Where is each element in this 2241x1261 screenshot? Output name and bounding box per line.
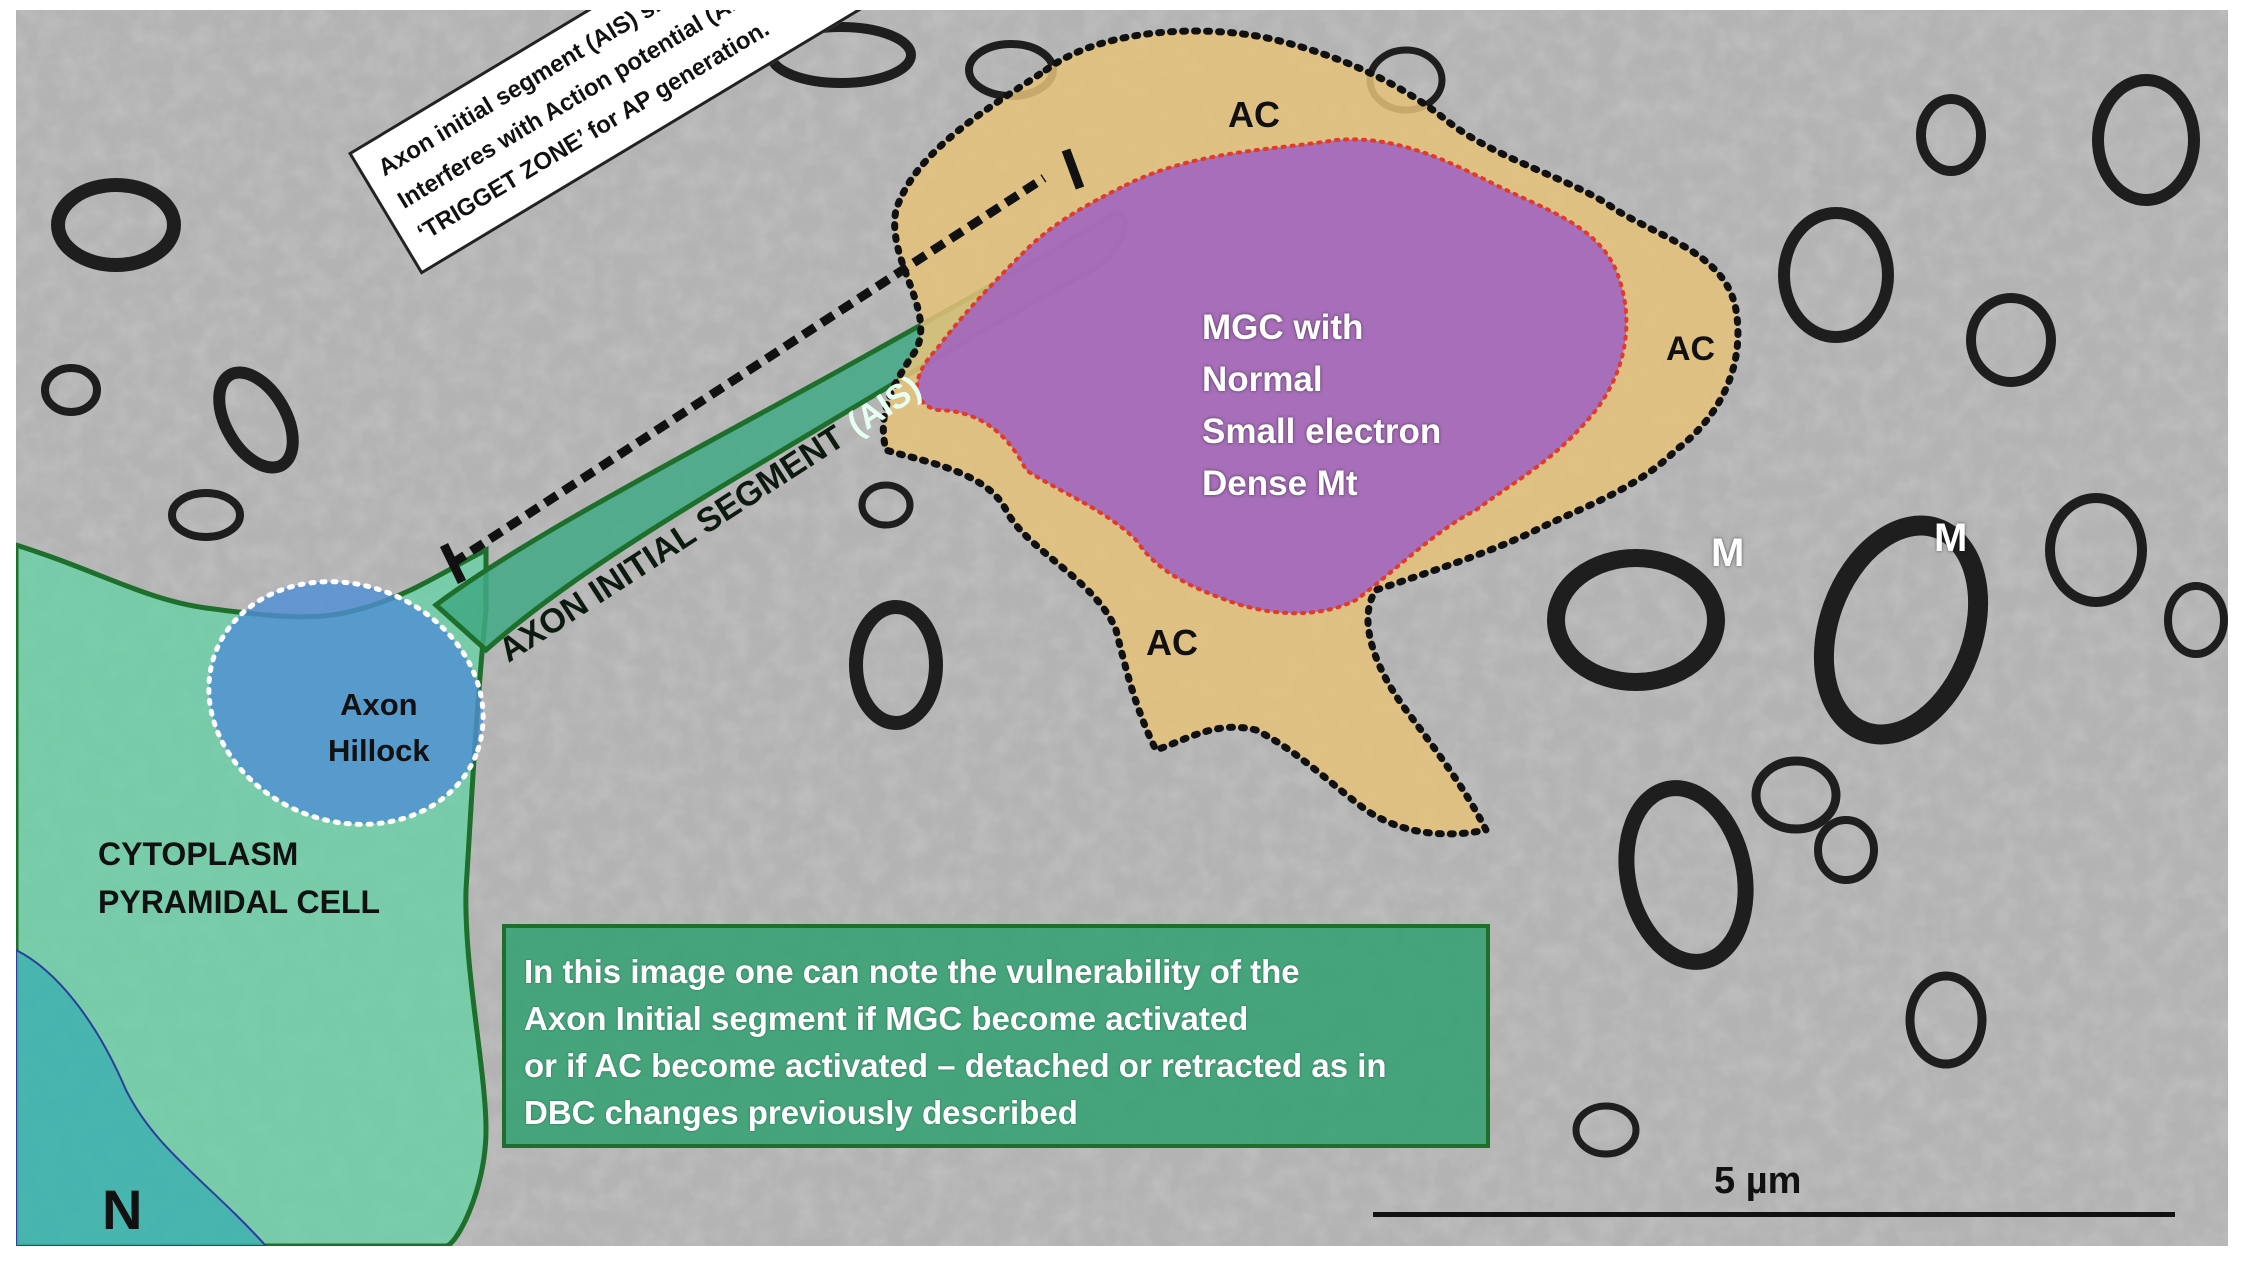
ais-length-tick-end bbox=[1061, 148, 1085, 190]
label-axon-hillock: Axon Hillock bbox=[328, 682, 430, 774]
scale-label: 5 µm bbox=[1714, 1160, 1802, 1202]
microglia-overlay bbox=[915, 137, 1629, 616]
label-myelin-right: M bbox=[1934, 516, 1968, 560]
label-axon-hillock-line2: Hillock bbox=[328, 733, 430, 768]
label-mgc-line3: Small electron bbox=[1202, 412, 1442, 451]
label-mgc: MGC with Normal Small electron Dense Mt bbox=[1202, 302, 1441, 510]
label-mgc-line1: MGC with bbox=[1202, 308, 1364, 347]
callout-line4: DBC changes previously described bbox=[524, 1094, 1078, 1131]
label-ac-top: AC bbox=[1228, 94, 1280, 135]
label-myelin-left: M bbox=[1711, 531, 1745, 575]
callout-line1: In this image one can note the vulnerabi… bbox=[524, 953, 1300, 990]
scale-bar bbox=[1373, 1212, 2175, 1217]
label-axon-hillock-line1: Axon bbox=[340, 687, 418, 722]
electron-micrograph: AC AC AC MGC with Normal Small electron … bbox=[16, 10, 2228, 1246]
nucleus-overlay bbox=[16, 948, 268, 1246]
ais-length-tick-start bbox=[439, 543, 467, 584]
label-ac-right: AC bbox=[1666, 330, 1716, 368]
label-cytoplasm-line1: CYTOPLASM bbox=[98, 836, 299, 872]
micrograph-artwork bbox=[16, 10, 2228, 1246]
label-ac-bottom: AC bbox=[1146, 622, 1198, 663]
callout-line3: or if AC become activated – detached or … bbox=[524, 1047, 1387, 1084]
ais-length-indicator bbox=[450, 174, 1047, 567]
label-cytoplasm-line2: PYRAMIDAL CELL bbox=[98, 884, 381, 920]
label-mgc-line4: Dense Mt bbox=[1202, 464, 1358, 503]
label-mgc-line2: Normal bbox=[1202, 360, 1323, 399]
label-cytoplasm: CYTOPLASM PYRAMIDAL CELL bbox=[98, 830, 380, 926]
vulnerability-callout: In this image one can note the vulnerabi… bbox=[502, 924, 1490, 1148]
axon-hillock-overlay bbox=[206, 579, 486, 827]
callout-line2: Axon Initial segment if MGC become activ… bbox=[524, 1000, 1249, 1037]
label-nucleus: N bbox=[102, 1178, 143, 1241]
